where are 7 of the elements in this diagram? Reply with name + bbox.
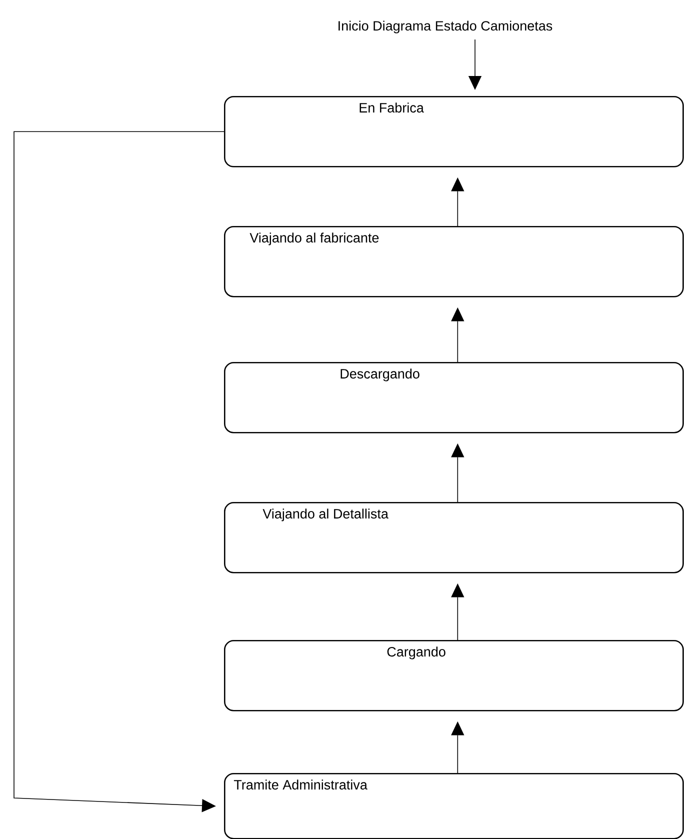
state-box: Descargando (224, 362, 684, 434)
state-box: Cargando (224, 640, 684, 712)
state-box: En Fabrica (224, 96, 684, 168)
state-box: Viajando al Detallista (224, 502, 684, 574)
state-box: Viajando al fabricante (224, 226, 684, 298)
start-label: Inicio Diagrama Estado Camionetas (338, 20, 552, 34)
state-box: Tramite Administrativa (224, 773, 684, 839)
